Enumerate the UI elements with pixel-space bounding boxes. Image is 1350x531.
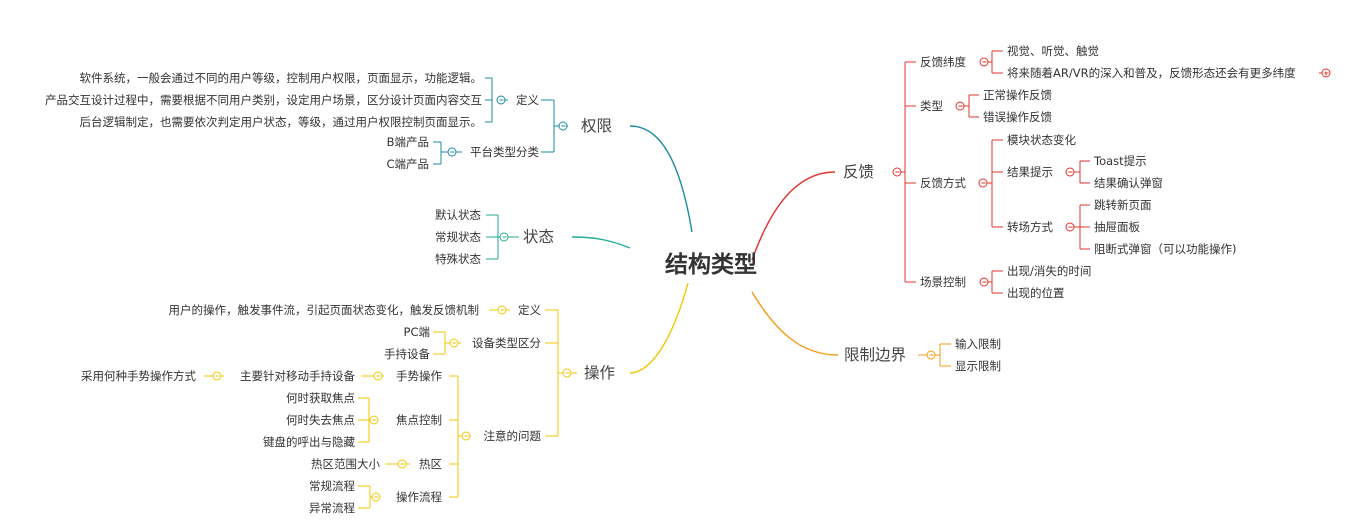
leaf-zhuanchang-2[interactable]: 抽屉面板	[1094, 220, 1140, 234]
leaf-leixing-2[interactable]: 错误操作反馈	[983, 110, 1052, 124]
collapse-toggle-icon[interactable]	[978, 178, 988, 188]
collapse-toggle-icon[interactable]	[371, 492, 381, 502]
leaf-jieguo-2[interactable]: 结果确认弹窗	[1094, 176, 1163, 190]
leaf-jiaodian-3[interactable]: 键盘的呼出与隐藏	[263, 435, 355, 449]
leaf-changjing-1[interactable]: 出现/消失的时间	[1007, 264, 1092, 278]
node-shoushi-sub[interactable]: 主要针对移动手持设备	[240, 369, 355, 383]
leaf-xianzhi-1[interactable]: 输入限制	[955, 337, 1001, 351]
curve-root-zhuangtai	[571, 236, 631, 249]
leaf-jiaodian-2[interactable]: 何时失去焦点	[286, 413, 355, 427]
collapse-toggle-icon[interactable]	[558, 121, 568, 131]
collapse-toggle-icon[interactable]	[449, 338, 459, 348]
curve-root-caozuo	[629, 282, 689, 374]
leaf-changjing-2[interactable]: 出现的位置	[1007, 286, 1065, 300]
branch-curves	[571, 125, 839, 374]
collapse-toggle-icon[interactable]	[369, 415, 379, 425]
connectors-fankui	[897, 50, 1326, 294]
collapse-toggle-icon[interactable]	[497, 305, 507, 315]
collapse-toggle-icon[interactable]	[892, 167, 902, 177]
connectors-zhuangtai	[486, 214, 519, 260]
node-fankui-leixing[interactable]: 类型	[920, 99, 943, 113]
collapse-toggle-icon[interactable]	[499, 232, 509, 242]
leaf-b-product[interactable]: B端产品	[386, 135, 429, 149]
node-caozuo-dingyi[interactable]: 定义	[518, 303, 541, 317]
topic-quanxian[interactable]: 权限	[581, 117, 613, 135]
leaf-quanxian-dingyi-3[interactable]: 后台逻辑制定，也需要依次判定用户状态，等级，通过用户权限控制页面显示。	[79, 115, 483, 129]
node-requ[interactable]: 热区	[419, 457, 442, 471]
leaf-requ[interactable]: 热区范围大小	[311, 457, 380, 471]
leaf-pc[interactable]: PC端	[403, 325, 430, 339]
leaf-zhuangtai-3[interactable]: 特殊状态	[435, 252, 481, 266]
leaf-caozuo-dingyi[interactable]: 用户的操作，触发事件流，引起页面状态变化，触发反馈机制	[168, 303, 480, 317]
leaf-zhuanchang-1[interactable]: 跳转新页面	[1094, 198, 1152, 212]
leaf-quanxian-dingyi-2[interactable]: 产品交互设计过程中，需要根据不同用户类别，设定用户场景，区分设计页面内容交互	[45, 93, 482, 107]
collapse-toggle-icon[interactable]	[1065, 222, 1075, 232]
node-fankui-weidu[interactable]: 反馈纬度	[920, 55, 966, 69]
curve-root-xianzhi	[751, 291, 839, 356]
topic-fankui[interactable]: 反馈	[843, 163, 875, 181]
leaf-zhuangtai-2[interactable]: 常规状态	[435, 230, 481, 244]
leaf-weidu-2[interactable]: 将来随着AR/VR的深入和普及，反馈形态还会有更多纬度	[1007, 66, 1296, 80]
leaf-liucheng-2[interactable]: 异常流程	[309, 501, 355, 515]
node-caozuo-wenti[interactable]: 注意的问题	[483, 429, 542, 443]
node-fankui-changjing[interactable]: 场景控制	[920, 275, 966, 289]
collapse-toggle-icon[interactable]	[926, 350, 936, 360]
leaf-jiaodian-1[interactable]: 何时获取焦点	[286, 391, 355, 405]
node-fankui-fangshi[interactable]: 反馈方式	[920, 176, 966, 190]
collapse-toggle-icon[interactable]	[461, 431, 471, 441]
leaf-handheld[interactable]: 手持设备	[384, 347, 430, 361]
expand-toggle-icon[interactable]	[1321, 68, 1331, 78]
collapse-toggle-icon[interactable]	[496, 95, 506, 105]
node-caozuo-shebei[interactable]: 设备类型区分	[472, 336, 541, 350]
leaf-quanxian-dingyi-1[interactable]: 软件系统，一般会通过不同的用户等级，控制用户权限，页面显示，功能逻辑。	[79, 71, 483, 85]
curve-root-quanxian	[629, 125, 693, 233]
collapse-toggle-icon[interactable]	[397, 459, 407, 469]
topic-xianzhi[interactable]: 限制边界	[844, 346, 907, 364]
collapse-toggle-icon[interactable]	[212, 371, 222, 381]
node-shoushi[interactable]: 手势操作	[396, 369, 442, 383]
node-quanxian-pingtai[interactable]: 平台类型分类	[470, 145, 539, 159]
leaf-c-product[interactable]: C端产品	[386, 157, 429, 171]
collapse-toggle-icon[interactable]	[955, 101, 965, 111]
leaf-weidu-1[interactable]: 视觉、听觉、触觉	[1007, 44, 1099, 58]
collapse-toggle-icon[interactable]	[979, 57, 989, 67]
node-quanxian-dingyi[interactable]: 定义	[516, 93, 539, 107]
curve-root-fankui	[751, 171, 836, 261]
leaf-leixing-1[interactable]: 正常操作反馈	[983, 88, 1052, 102]
node-jiaodian[interactable]: 焦点控制	[396, 413, 442, 427]
node-jieguo[interactable]: 结果提示	[1007, 165, 1053, 179]
topic-zhuangtai[interactable]: 状态	[523, 228, 555, 246]
leaf-xianzhi-2[interactable]: 显示限制	[955, 359, 1001, 373]
collapse-toggle-icon[interactable]	[373, 371, 383, 381]
leaf-zhuangtai-1[interactable]: 默认状态	[435, 208, 481, 222]
leaf-jieguo-1[interactable]: Toast提示	[1094, 154, 1147, 168]
node-zhuanchang[interactable]: 转场方式	[1007, 220, 1053, 234]
leaf-shoushi[interactable]: 采用何种手势操作方式	[81, 369, 196, 383]
node-liucheng[interactable]: 操作流程	[396, 490, 442, 504]
leaf-zhuanchang-3[interactable]: 阻断式弹窗（可以功能操作)	[1094, 242, 1237, 256]
collapse-toggle-icon[interactable]	[562, 368, 572, 378]
topic-caozuo[interactable]: 操作	[584, 364, 616, 382]
leaf-liucheng-1[interactable]: 常规流程	[309, 479, 355, 493]
collapse-toggle-icon[interactable]	[1065, 167, 1075, 177]
leaf-mokuai[interactable]: 模块状态变化	[1007, 133, 1076, 147]
collapse-toggle-icon[interactable]	[979, 277, 989, 287]
collapse-toggle-icon[interactable]	[447, 147, 457, 157]
root-topic[interactable]: 结构类型	[665, 252, 757, 278]
